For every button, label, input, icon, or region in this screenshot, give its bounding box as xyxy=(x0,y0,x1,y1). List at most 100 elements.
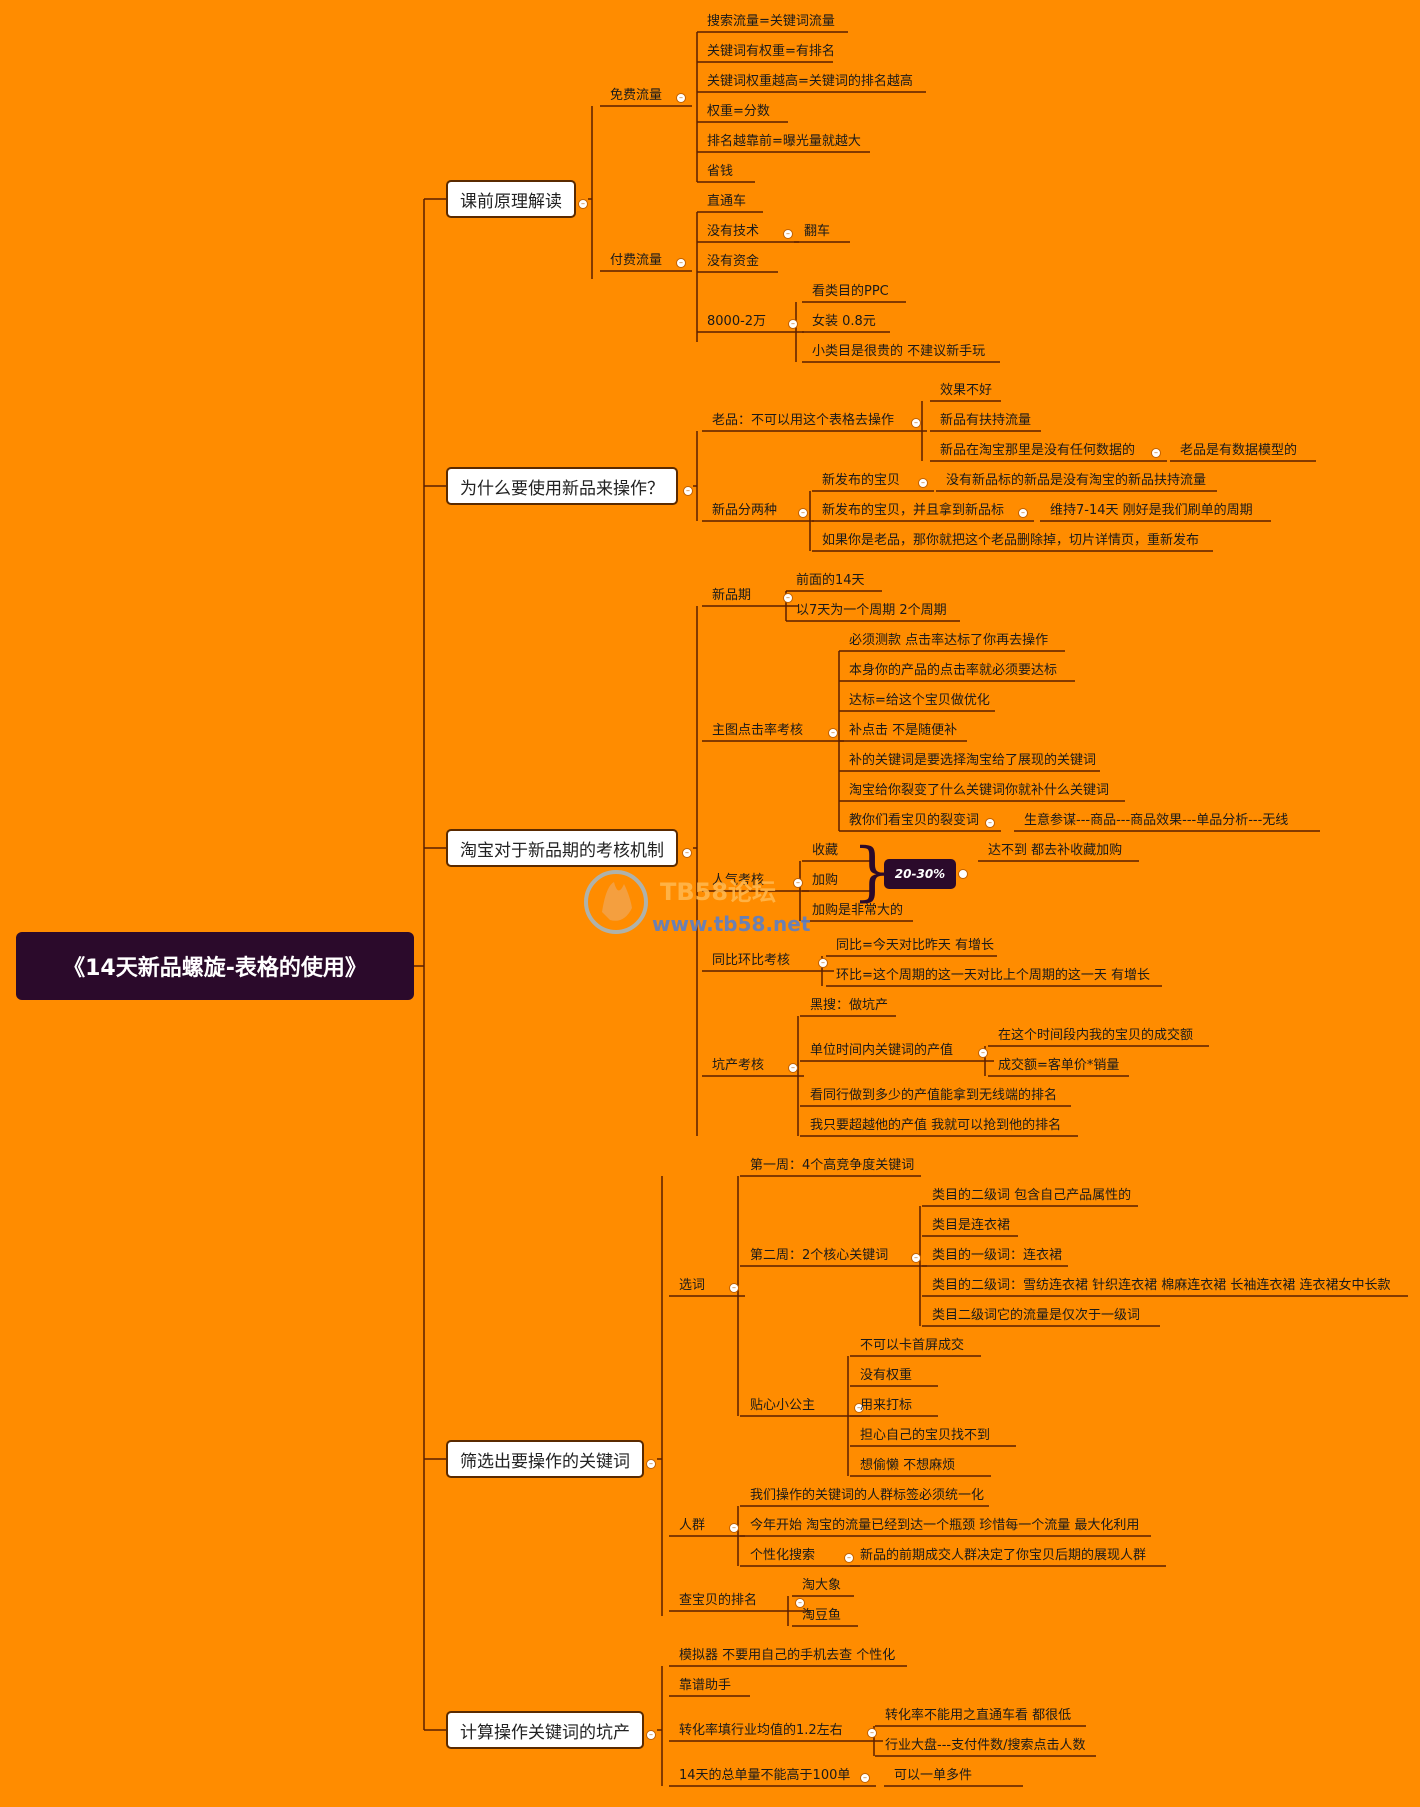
node-n9c[interactable]: 看同行做到多少的产值能拿到无线端的排名 xyxy=(810,1088,1058,1103)
node-n4a1[interactable]: 没有新品标的新品是没有淘宝的新品扶持流量 xyxy=(946,473,1207,488)
node-n6[interactable]: 主图点击率考核 xyxy=(712,723,804,738)
collapse-toggle-icon[interactable]: – xyxy=(646,1459,656,1469)
node-n1e[interactable]: 排名越靠前=曝光量就越大 xyxy=(707,134,861,149)
collapse-toggle-icon[interactable]: – xyxy=(911,1253,921,1263)
node-n1f[interactable]: 省钱 xyxy=(707,164,734,179)
node-n10b1[interactable]: 类目的二级词 包含自己产品属性的 xyxy=(932,1188,1132,1203)
node-n11[interactable]: 人群 xyxy=(679,1518,706,1533)
node-n6f[interactable]: 淘宝给你裂变了什么关键词你就补什么关键词 xyxy=(849,783,1110,798)
root-topic[interactable]: 《14天新品螺旋-表格的使用》 xyxy=(16,932,414,1000)
node-n10c2[interactable]: 没有权重 xyxy=(860,1368,913,1383)
collapse-toggle-icon[interactable]: – xyxy=(795,1598,805,1608)
collapse-toggle-icon[interactable]: – xyxy=(798,508,808,518)
branch-filter-keywords[interactable]: 筛选出要操作的关键词 xyxy=(446,1440,644,1478)
node-n10b2[interactable]: 类目是连衣裙 xyxy=(932,1218,1011,1233)
node-n5b[interactable]: 以7天为一个周期 2个周期 xyxy=(796,603,947,618)
collapse-toggle-icon[interactable]: – xyxy=(985,818,995,828)
node-n12b[interactable]: 淘豆鱼 xyxy=(802,1608,842,1623)
collapse-toggle-icon[interactable]: – xyxy=(676,258,686,268)
collapse-toggle-icon[interactable]: – xyxy=(788,319,798,329)
node-n13d1[interactable]: 可以一单多件 xyxy=(894,1768,973,1783)
collapse-toggle-icon[interactable]: – xyxy=(682,848,692,858)
node-n1[interactable]: 免费流量 xyxy=(610,88,663,103)
node-n8[interactable]: 同比环比考核 xyxy=(712,953,791,968)
collapse-toggle-icon[interactable]: – xyxy=(1151,448,1161,458)
node-n12a[interactable]: 淘大象 xyxy=(802,1578,842,1593)
collapse-toggle-icon[interactable]: – xyxy=(978,1048,988,1058)
node-n6b[interactable]: 本身你的产品的点击率就必须要达标 xyxy=(849,663,1058,678)
node-n5a[interactable]: 前面的14天 xyxy=(796,573,865,588)
node-n10c[interactable]: 贴心小公主 xyxy=(750,1398,816,1413)
node-n1b[interactable]: 关键词有权重=有排名 xyxy=(707,44,835,59)
node-n9b1[interactable]: 在这个时间段内我的宝贝的成交额 xyxy=(998,1028,1194,1043)
node-n4c[interactable]: 如果你是老品，那你就把这个老品删除掉，切片详情页，重新发布 xyxy=(822,533,1200,548)
node-n8a[interactable]: 同比=今天对比昨天 有增长 xyxy=(836,938,995,953)
node-n12[interactable]: 查宝贝的排名 xyxy=(679,1593,758,1608)
collapse-toggle-icon[interactable]: – xyxy=(867,1728,877,1738)
node-n2d2[interactable]: 女装 0.8元 xyxy=(812,314,876,329)
node-n10c1[interactable]: 不可以卡首屏成交 xyxy=(860,1338,965,1353)
node-n1a[interactable]: 搜索流量=关键词流量 xyxy=(707,14,835,29)
node-n3[interactable]: 老品：不可以用这个表格去操作 xyxy=(712,413,895,428)
branch-course-principles[interactable]: 课前原理解读 xyxy=(446,180,576,218)
collapse-toggle-icon[interactable]: – xyxy=(783,593,793,603)
node-n2c[interactable]: 没有资金 xyxy=(707,254,760,269)
node-n2a[interactable]: 直通车 xyxy=(707,194,747,209)
node-n8b[interactable]: 环比=这个周期的这一天对比上个周期的这一天 有增长 xyxy=(836,968,1151,983)
node-n9b[interactable]: 单位时间内关键词的产值 xyxy=(810,1043,954,1058)
node-n10b3[interactable]: 类目的一级词：连衣裙 xyxy=(932,1248,1063,1263)
node-n4b[interactable]: 新发布的宝贝，并且拿到新品标 xyxy=(822,503,1005,518)
node-n11c[interactable]: 个性化搜索 xyxy=(750,1548,816,1563)
node-n9[interactable]: 坑产考核 xyxy=(712,1058,765,1073)
collapse-toggle-icon[interactable]: – xyxy=(729,1283,739,1293)
percent-badge[interactable]: 20-30% xyxy=(884,859,956,889)
node-n13c[interactable]: 转化率填行业均值的1.2左右 xyxy=(679,1723,843,1738)
node-n6e[interactable]: 补的关键词是要选择淘宝给了展现的关键词 xyxy=(849,753,1097,768)
node-n6a[interactable]: 必须测款 点击率达标了你再去操作 xyxy=(849,633,1049,648)
collapse-toggle-icon[interactable]: – xyxy=(729,1523,739,1533)
node-n13d[interactable]: 14天的总单量不能高于100单 xyxy=(679,1768,851,1783)
node-n9a[interactable]: 黑搜：做坑产 xyxy=(810,998,889,1013)
node-n10b4[interactable]: 类目的二级词：雪纺连衣裙 针织连衣裙 棉麻连衣裙 长袖连衣裙 连衣裙女中长款 xyxy=(932,1278,1391,1293)
collapse-toggle-icon[interactable]: – xyxy=(854,1403,864,1413)
collapse-toggle-icon[interactable]: – xyxy=(844,1553,854,1563)
branch-assessment-mechanism[interactable]: 淘宝对于新品期的考核机制 xyxy=(446,829,678,867)
collapse-toggle-icon[interactable]: – xyxy=(683,486,693,496)
collapse-toggle-icon[interactable]: – xyxy=(818,958,828,968)
node-n11b[interactable]: 今年开始 淘宝的流量已经到达一个瓶颈 珍惜每一个流量 最大化利用 xyxy=(750,1518,1140,1533)
node-n1d[interactable]: 权重=分数 xyxy=(707,104,770,119)
node-n3a[interactable]: 效果不好 xyxy=(940,383,993,398)
node-n6c[interactable]: 达标=给这个宝贝做优化 xyxy=(849,693,990,708)
branch-why-new-product[interactable]: 为什么要使用新品来操作？ xyxy=(446,467,678,505)
node-n6g1[interactable]: 生意参谋---商品---商品效果---单品分析---无线 xyxy=(1024,813,1289,828)
node-n2b1[interactable]: 翻车 xyxy=(804,224,831,239)
node-n2d3[interactable]: 小类目是很贵的 不建议新手玩 xyxy=(812,344,986,359)
node-n1c[interactable]: 关键词权重越高=关键词的排名越高 xyxy=(707,74,913,89)
collapse-toggle-icon[interactable]: – xyxy=(860,1773,870,1783)
branch-calc-output[interactable]: 计算操作关键词的坑产 xyxy=(446,1711,644,1749)
node-n10c3[interactable]: 用来打标 xyxy=(860,1398,913,1413)
node-n10a[interactable]: 第一周：4个高竞争度关键词 xyxy=(750,1158,915,1173)
node-n6d[interactable]: 补点击 不是随便补 xyxy=(849,723,958,738)
collapse-toggle-icon[interactable]: – xyxy=(783,229,793,239)
node-n2[interactable]: 付费流量 xyxy=(610,253,663,268)
node-n7c[interactable]: 加购是非常大的 xyxy=(812,903,904,918)
node-n10b[interactable]: 第二周：2个核心关键词 xyxy=(750,1248,889,1263)
node-n10b5[interactable]: 类目二级词它的流量是仅次于一级词 xyxy=(932,1308,1141,1323)
node-n7b[interactable]: 加购 xyxy=(812,873,839,888)
node-n7[interactable]: 人气考核 xyxy=(712,873,765,888)
collapse-toggle-icon[interactable]: – xyxy=(646,1730,656,1740)
node-n2d1[interactable]: 看类目的PPC xyxy=(812,284,889,299)
node-n10c4[interactable]: 担心自己的宝贝找不到 xyxy=(860,1428,991,1443)
node-n11c1[interactable]: 新品的前期成交人群决定了你宝贝后期的展现人群 xyxy=(860,1548,1147,1563)
node-n6g[interactable]: 教你们看宝贝的裂变词 xyxy=(849,813,980,828)
collapse-toggle-icon[interactable]: – xyxy=(828,728,838,738)
collapse-toggle-icon[interactable]: – xyxy=(788,1063,798,1073)
collapse-toggle-icon[interactable]: – xyxy=(1018,508,1028,518)
node-n7badge1[interactable]: 达不到 都去补收藏加购 xyxy=(988,843,1123,858)
node-n13c1[interactable]: 转化率不能用之直通车看 都很低 xyxy=(885,1708,1072,1723)
collapse-toggle-icon[interactable]: – xyxy=(578,199,588,209)
collapse-toggle-icon[interactable]: – xyxy=(918,478,928,488)
node-n4[interactable]: 新品分两种 xyxy=(712,503,778,518)
node-n3b[interactable]: 新品有扶持流量 xyxy=(940,413,1032,428)
